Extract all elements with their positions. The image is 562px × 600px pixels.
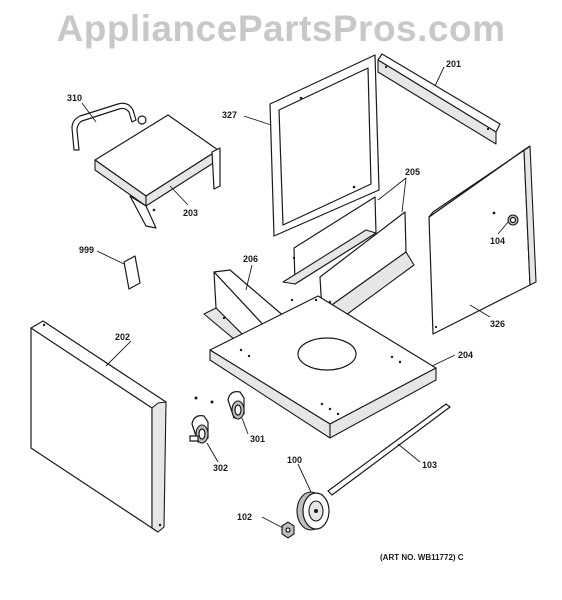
callout-102: 102 [237, 512, 252, 522]
part-202-front-panel[interactable] [30, 320, 167, 533]
leader-lines [81, 66, 509, 529]
part-100-wheel[interactable] [296, 491, 330, 531]
callout-202: 202 [115, 332, 130, 342]
callout-327: 327 [222, 110, 237, 120]
part-102-nut[interactable] [281, 521, 295, 539]
callout-999: 999 [79, 245, 94, 255]
callout-201: 201 [446, 59, 461, 69]
part-999-packet[interactable] [123, 255, 141, 290]
callout-205: 205 [405, 167, 420, 177]
part-205-brackets[interactable] [282, 196, 415, 327]
part-104-knob[interactable] [507, 214, 519, 226]
part-103-axle[interactable] [327, 403, 451, 496]
callout-labels: 310 203 999 327 201 205 104 206 326 202 … [67, 59, 505, 522]
part-201-top-rail[interactable] [377, 53, 501, 145]
part-326-side-panel[interactable] [428, 145, 537, 335]
callout-100: 100 [287, 455, 302, 465]
callout-104: 104 [490, 236, 505, 246]
callout-206: 206 [243, 254, 258, 264]
callout-301: 301 [250, 434, 265, 444]
part-310-handle[interactable] [71, 102, 147, 151]
part-302-brake-caster[interactable] [189, 396, 214, 444]
art-number: (ART NO. WB11772) C [380, 553, 464, 562]
part-327-back-frame[interactable] [269, 54, 380, 237]
callout-326: 326 [490, 319, 505, 329]
watermark: AppliancePartsPros.com [56, 8, 506, 49]
part-301-caster[interactable] [227, 391, 245, 420]
callout-302: 302 [213, 463, 228, 473]
part-203-top-cover[interactable] [94, 114, 221, 229]
callout-103: 103 [422, 460, 437, 470]
callout-203: 203 [183, 208, 198, 218]
callout-204: 204 [458, 350, 473, 360]
part-204-base-plate[interactable] [209, 295, 437, 439]
callout-310: 310 [67, 93, 82, 103]
